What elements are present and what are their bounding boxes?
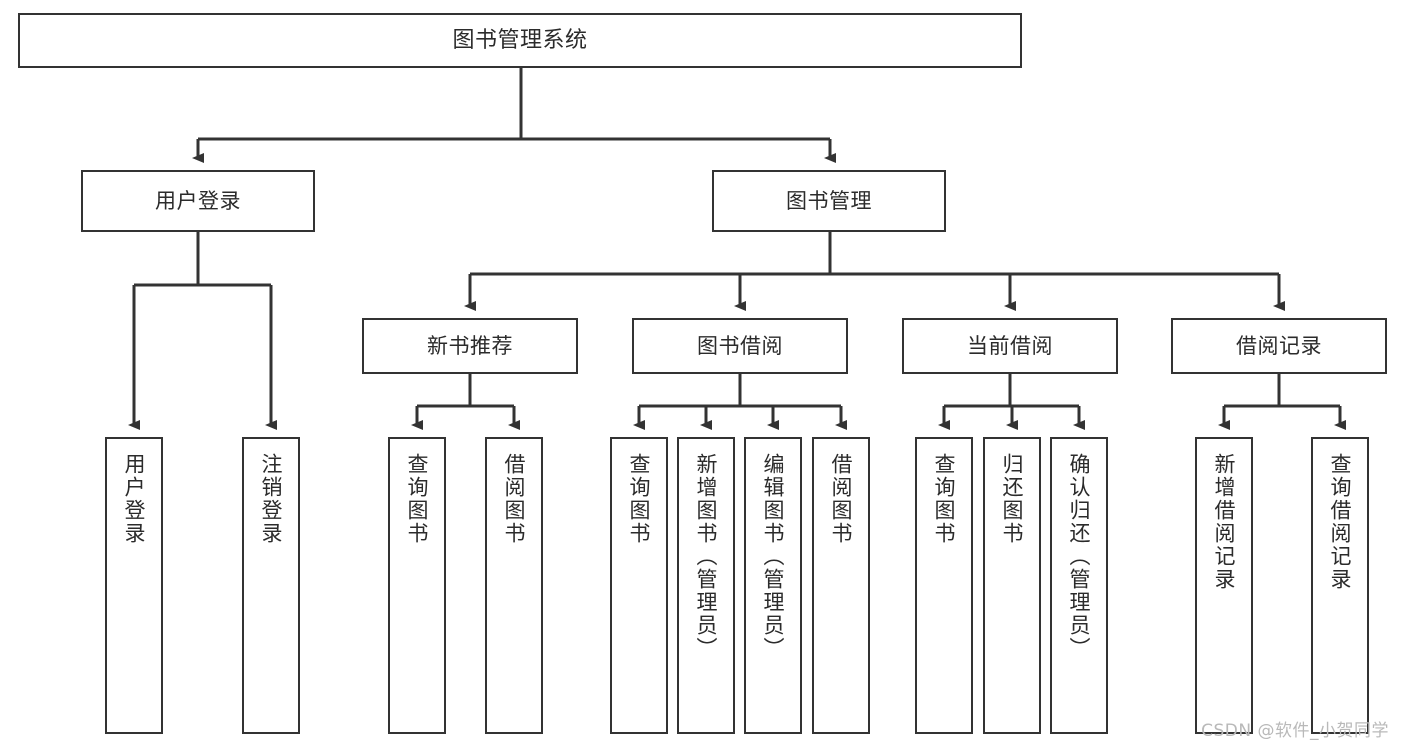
- node-new-book-recommend[interactable]: 新书推荐: [362, 318, 578, 374]
- node-label: 查询借阅记录: [1328, 453, 1353, 591]
- node-label: 图书管理: [786, 188, 872, 213]
- node-root-system[interactable]: 图书管理系统: [18, 13, 1022, 68]
- node-label: 图书借阅: [697, 333, 783, 358]
- leaf-record-query-record[interactable]: 查询借阅记录: [1311, 437, 1369, 734]
- leaf-borrow-add-book-admin[interactable]: 新增图书（管理员）: [677, 437, 735, 734]
- node-label: 注销登录: [259, 453, 284, 545]
- node-label: 确认归还（管理员）: [1067, 453, 1092, 660]
- leaf-current-return-book[interactable]: 归还图书: [983, 437, 1041, 734]
- leaf-user-login-logout[interactable]: 注销登录: [242, 437, 300, 734]
- node-label: 用户登录: [155, 188, 241, 213]
- node-label: 新增借阅记录: [1212, 453, 1237, 591]
- node-label: 当前借阅: [967, 333, 1053, 358]
- node-label: 新书推荐: [427, 333, 513, 358]
- node-book-borrow[interactable]: 图书借阅: [632, 318, 848, 374]
- node-label: 编辑图书（管理员）: [761, 453, 786, 660]
- node-label: 查询图书: [405, 453, 430, 545]
- leaf-user-login-login[interactable]: 用户登录: [105, 437, 163, 734]
- node-label: 新增图书（管理员）: [694, 453, 719, 660]
- node-book-management[interactable]: 图书管理: [712, 170, 946, 232]
- node-label: 归还图书: [1000, 453, 1025, 545]
- node-label: 借阅图书: [502, 453, 527, 545]
- node-label: 借阅记录: [1236, 333, 1322, 358]
- node-user-login[interactable]: 用户登录: [81, 170, 315, 232]
- leaf-borrow-query-book[interactable]: 查询图书: [610, 437, 668, 734]
- leaf-recommend-query-book[interactable]: 查询图书: [388, 437, 446, 734]
- leaf-borrow-edit-book-admin[interactable]: 编辑图书（管理员）: [744, 437, 802, 734]
- leaf-current-confirm-return-admin[interactable]: 确认归还（管理员）: [1050, 437, 1108, 734]
- leaf-recommend-borrow-book[interactable]: 借阅图书: [485, 437, 543, 734]
- node-label: 查询图书: [932, 453, 957, 545]
- node-label: 图书管理系统: [452, 27, 588, 53]
- leaf-record-add-record[interactable]: 新增借阅记录: [1195, 437, 1253, 734]
- node-label: 借阅图书: [829, 453, 854, 545]
- leaf-current-query-book[interactable]: 查询图书: [915, 437, 973, 734]
- node-label: 查询图书: [627, 453, 652, 545]
- node-current-borrow[interactable]: 当前借阅: [902, 318, 1118, 374]
- node-label: 用户登录: [122, 453, 147, 545]
- csdn-watermark: CSDN @软件_小贺同学: [1201, 721, 1389, 741]
- leaf-borrow-borrow-book[interactable]: 借阅图书: [812, 437, 870, 734]
- node-borrow-record[interactable]: 借阅记录: [1171, 318, 1387, 374]
